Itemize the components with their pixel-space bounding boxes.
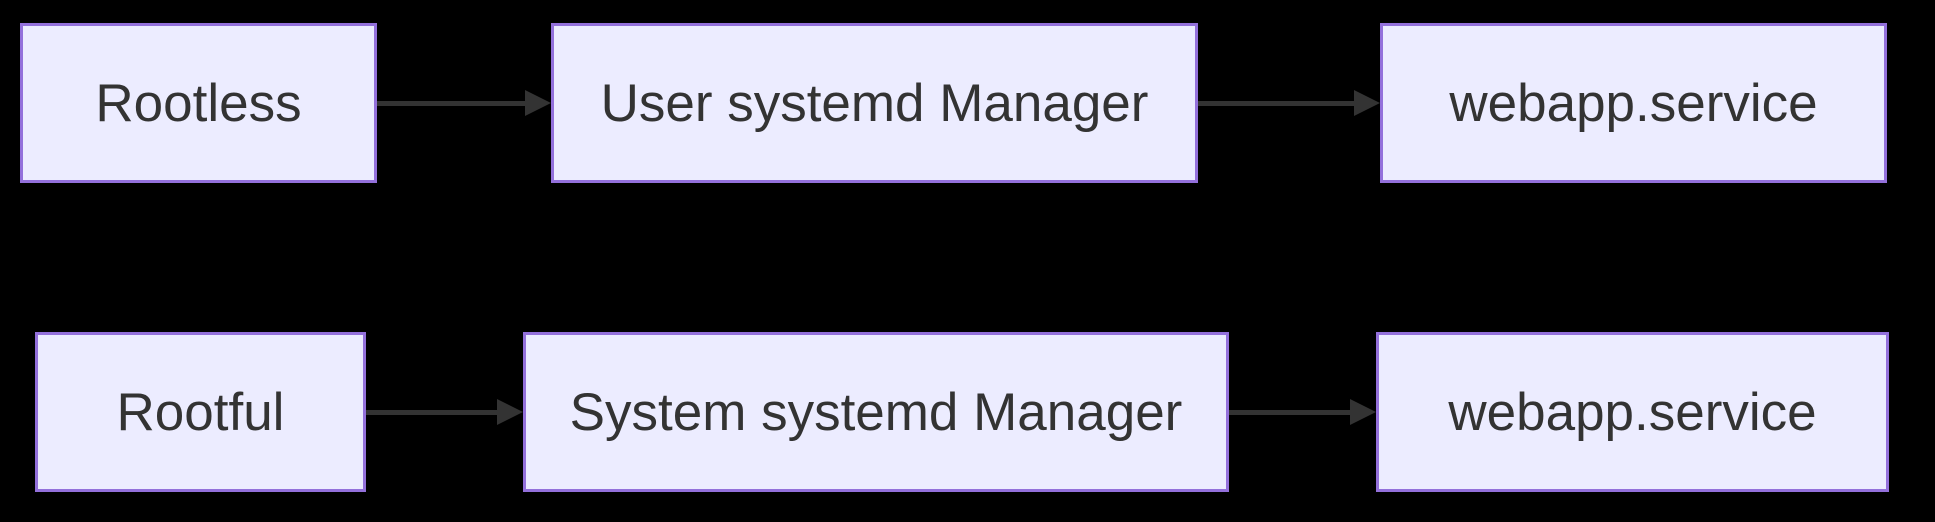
node-user-systemd-manager-label: User systemd Manager xyxy=(600,73,1149,133)
arrow-rootful-to-system-systemd-manager xyxy=(366,399,523,425)
arrow-shaft xyxy=(1198,100,1354,106)
node-rootless: Rootless xyxy=(20,23,377,183)
node-rootless-label: Rootless xyxy=(95,73,302,133)
arrow-shaft xyxy=(377,100,525,106)
arrow-shaft xyxy=(1229,409,1350,415)
node-user-systemd-manager: User systemd Manager xyxy=(551,23,1198,183)
node-rootful-label: Rootful xyxy=(116,382,285,442)
node-rootful: Rootful xyxy=(35,332,366,492)
node-webapp-service-user: webapp.service xyxy=(1380,23,1887,183)
arrowhead-icon xyxy=(1354,90,1380,116)
arrowhead-icon xyxy=(525,90,551,116)
arrowhead-icon xyxy=(497,399,523,425)
arrowhead-icon xyxy=(1350,399,1376,425)
node-webapp-service-system: webapp.service xyxy=(1376,332,1889,492)
node-system-systemd-manager: System systemd Manager xyxy=(523,332,1229,492)
arrow-user-systemd-manager-to-webapp-service xyxy=(1198,90,1380,116)
node-webapp-service-user-label: webapp.service xyxy=(1449,73,1818,133)
node-webapp-service-system-label: webapp.service xyxy=(1448,382,1817,442)
arrow-shaft xyxy=(366,409,497,415)
node-system-systemd-manager-label: System systemd Manager xyxy=(569,382,1183,442)
arrow-rootless-to-user-systemd-manager xyxy=(377,90,551,116)
arrow-system-systemd-manager-to-webapp-service xyxy=(1229,399,1376,425)
